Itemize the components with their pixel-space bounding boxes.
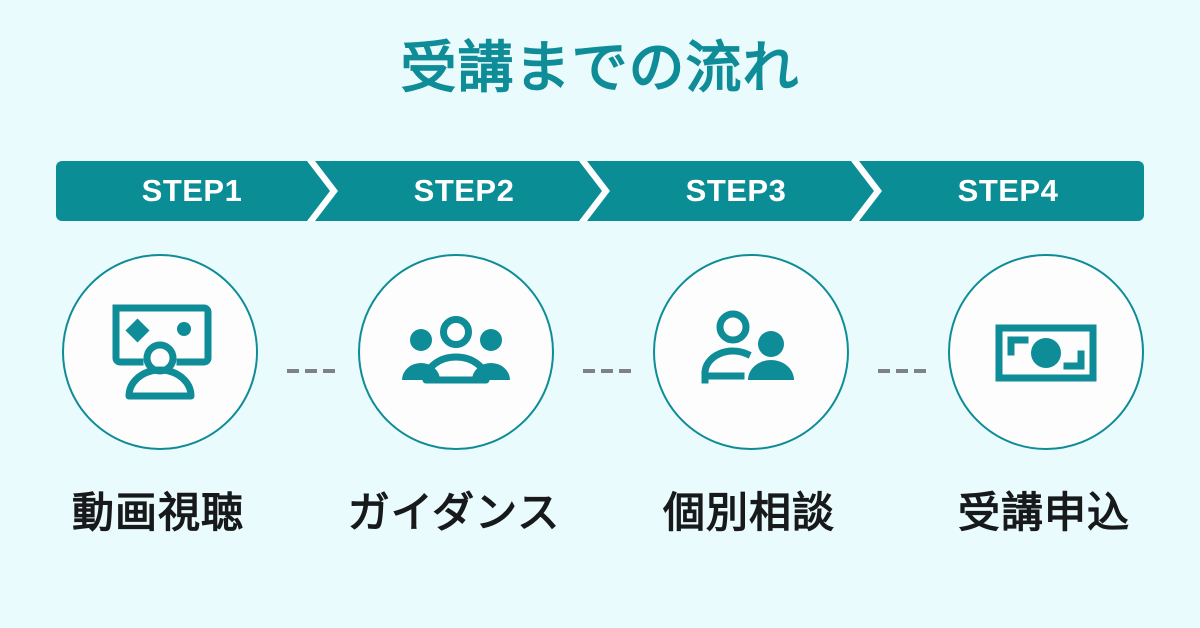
step-badge-4[interactable]: STEP4 xyxy=(872,161,1144,221)
dash-segment xyxy=(619,368,631,373)
flow-step-2-circle[interactable] xyxy=(358,254,554,450)
step-badge-4-label: STEP4 xyxy=(957,173,1059,208)
flow-connector-2-3 xyxy=(583,368,631,373)
flow-icon-row xyxy=(0,254,1200,452)
step-badge-3-label: STEP3 xyxy=(685,173,787,208)
flow-step-2-label: ガイダンス xyxy=(347,489,561,536)
page-title: 受講までの流れ xyxy=(400,36,800,99)
dash-segment xyxy=(287,368,299,373)
monitor-video-person-icon xyxy=(112,304,212,400)
dash-segment xyxy=(323,368,335,373)
dash-segment xyxy=(305,368,317,373)
step-progress-bar: STEP1 STEP2 STEP3 STEP4 xyxy=(56,161,1144,221)
flow-connector-3-4 xyxy=(878,368,926,373)
flow-step-4-label: 受講申込 xyxy=(957,489,1130,536)
flow-step-4-circle[interactable] xyxy=(948,254,1144,450)
dash-segment xyxy=(878,368,890,373)
step-badge-1-label: STEP1 xyxy=(141,173,243,208)
dash-segment xyxy=(914,368,926,373)
step-badge-3[interactable]: STEP3 xyxy=(600,161,872,221)
dash-segment xyxy=(601,368,613,373)
flow-step-1-circle[interactable] xyxy=(62,254,258,450)
flow-step-1-label: 動画視聴 xyxy=(71,489,244,536)
banknote-money-icon xyxy=(995,324,1097,382)
flow-step-3-circle[interactable] xyxy=(653,254,849,450)
flow-label-row: 動画視聴 ガイダンス 個別相談 受講申込 xyxy=(0,484,1200,544)
step-badge-1[interactable]: STEP1 xyxy=(56,161,328,221)
dash-segment xyxy=(583,368,595,373)
step-badge-2[interactable]: STEP2 xyxy=(328,161,600,221)
dash-segment xyxy=(896,368,908,373)
two-people-consultation-icon xyxy=(701,310,794,384)
step-badge-2-label: STEP2 xyxy=(413,173,515,208)
flow-step-3-label: 個別相談 xyxy=(662,489,835,536)
group-of-three-people-icon xyxy=(402,316,510,384)
flow-connector-1-2 xyxy=(287,368,335,373)
